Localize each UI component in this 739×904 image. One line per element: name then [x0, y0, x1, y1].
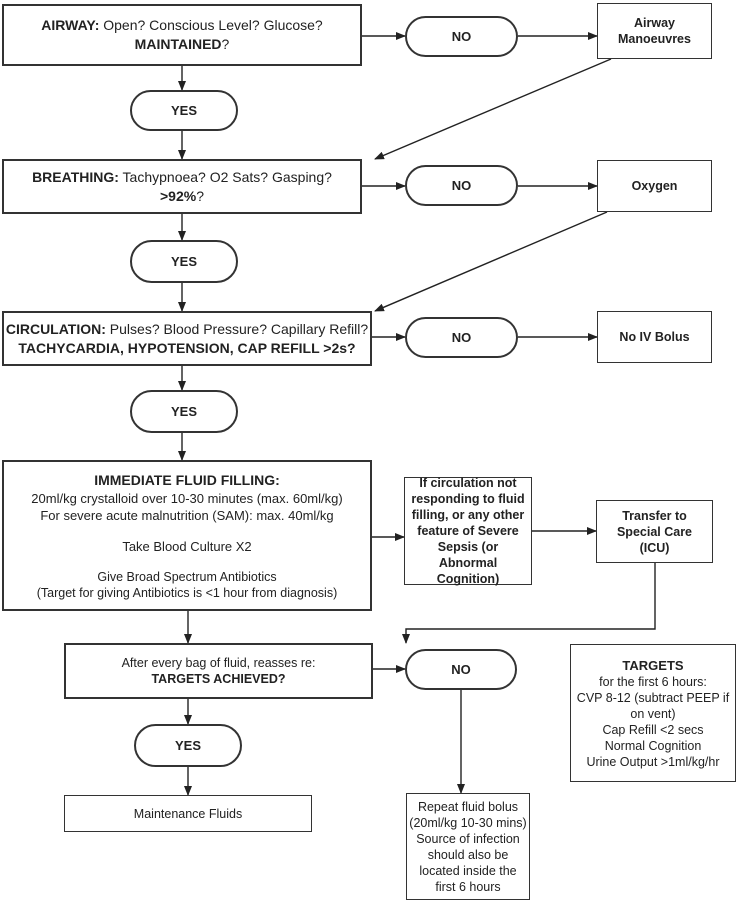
airway-emphasis: MAINTAINED [134, 36, 222, 52]
breathing-yes-pill: YES [130, 240, 238, 283]
breathing-question: Tachypnoea? O2 Sats? Gasping? [122, 168, 332, 185]
no-iv-bolus-box: No IV Bolus [597, 311, 712, 363]
breathing-emphasis: >92% [160, 187, 197, 204]
targets-title: TARGETS [622, 657, 684, 673]
maintenance-box: Maintenance Fluids [64, 795, 312, 832]
circulation-question: Pulses? Blood Pressure? Capillary Refill… [109, 320, 369, 337]
circulation-no-pill: NO [405, 317, 518, 358]
airway-no-pill: NO [405, 16, 518, 57]
fluid-filling-line1: 20ml/kg crystalloid over 10-30 minutes (… [31, 490, 343, 506]
oxygen-box: Oxygen [597, 160, 712, 212]
airway-manoeuvres-box: Airway Manoeuvres [597, 3, 712, 59]
reassess-no-pill: NO [405, 649, 517, 690]
fluid-filling-line2: For severe acute malnutrition (SAM): max… [40, 507, 334, 523]
reassess-yes-pill: YES [134, 724, 242, 767]
reassess-question: After every bag of fluid, reasses re: [121, 656, 316, 670]
not-responding-box: If circulation not responding to fluid f… [404, 476, 532, 586]
airway-yes-pill: YES [130, 90, 238, 131]
transfer-box: Transfer to Special Care (ICU) [596, 500, 713, 563]
airway-suffix: ? [221, 36, 230, 52]
arrow-manoeuvres-to-breathing [374, 58, 612, 160]
airway-label: AIRWAY: [41, 17, 100, 33]
circulation-emphasis: TACHYCARDIA, HYPOTENSION, CAP REFILL >2s… [18, 339, 356, 356]
fluid-filling-culture: Take Blood Culture X2 [122, 538, 252, 554]
fluid-filling-antibiotics: Give Broad Spectrum Antibiotics [97, 569, 277, 584]
reassess-emphasis: TARGETS ACHIEVED? [151, 672, 286, 686]
circulation-label: CIRCULATION: [5, 320, 106, 337]
circulation-box: CIRCULATION: Pulses? Blood Pressure? Cap… [2, 311, 372, 366]
airway-box: AIRWAY: Open? Conscious Level? Glucose? … [2, 4, 362, 66]
fluid-filling-target: (Target for giving Antibiotics is <1 hou… [36, 585, 338, 600]
fluid-filling-box: IMMEDIATE FLUID FILLING: 20ml/kg crystal… [2, 460, 372, 611]
repeat-bolus-box: Repeat fluid bolus (20ml/kg 10-30 mins) … [406, 793, 530, 900]
breathing-box: BREATHING: Tachypnoea? O2 Sats? Gasping?… [2, 159, 362, 214]
breathing-no-pill: NO [405, 165, 518, 206]
breathing-label: BREATHING: [32, 168, 119, 185]
arrow-oxygen-to-circulation [374, 211, 608, 312]
airway-question: Open? Conscious Level? Glucose? [103, 17, 323, 33]
arrow-transfer-to-reassess [402, 563, 656, 644]
breathing-suffix: ? [196, 187, 204, 204]
circulation-yes-pill: YES [130, 390, 238, 433]
fluid-filling-title: IMMEDIATE FLUID FILLING: [94, 471, 280, 488]
targets-box: TARGETS for the first 6 hours: CVP 8-12 … [570, 644, 736, 782]
reassess-box: After every bag of fluid, reasses re: TA… [64, 643, 373, 699]
